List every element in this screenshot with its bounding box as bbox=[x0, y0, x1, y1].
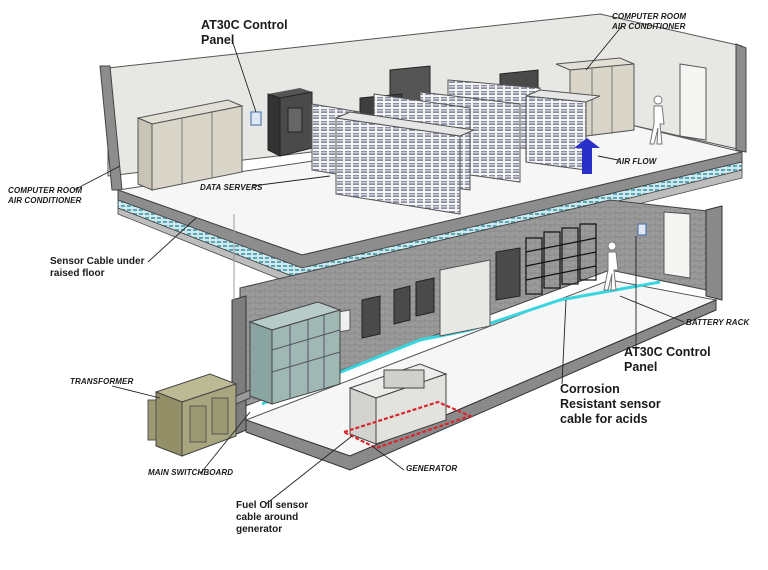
lower-slab bbox=[245, 299, 717, 471]
lower-door bbox=[663, 211, 691, 279]
battery-rack-label: BATTERY RACK bbox=[686, 318, 750, 327]
at30c-panel-top bbox=[250, 111, 262, 126]
sensor-cable-label-line2: raised floor bbox=[50, 268, 105, 279]
sensor-cable-label: Sensor Cable under raised floor bbox=[50, 256, 144, 280]
corrosion-label-line2: Resistant sensor bbox=[560, 397, 661, 411]
air-flow-label: AIR FLOW bbox=[616, 157, 657, 166]
transformer-label: TRANSFORMER bbox=[70, 377, 134, 386]
corrosion-label: Corrosion Resistant sensor cable for aci… bbox=[560, 382, 661, 427]
upper-door bbox=[679, 63, 707, 141]
upper-right-wall bbox=[735, 43, 747, 153]
fuel-oil-label-line1: Fuel Oil sensor bbox=[236, 500, 309, 511]
generator bbox=[348, 363, 448, 445]
at30c-label-top-line2: Panel bbox=[201, 33, 235, 47]
person-lower bbox=[603, 241, 619, 291]
main-switchboard-label: MAIN SWITCHBOARD bbox=[148, 468, 234, 477]
electrical-cabinet bbox=[267, 88, 313, 157]
server-racks bbox=[311, 79, 601, 215]
corrosion-label-line3: cable for acids bbox=[560, 412, 648, 426]
corrosion-label-line1: Corrosion bbox=[560, 382, 620, 396]
generator-label: GENERATOR bbox=[406, 464, 458, 473]
crac-unit-left bbox=[136, 99, 244, 191]
air-flow-arrow-shaft bbox=[582, 148, 592, 174]
person-upper bbox=[649, 95, 665, 145]
at30c-label-right-line2: Panel bbox=[624, 360, 658, 374]
fuel-oil-sensor-cable bbox=[341, 400, 474, 450]
wall-cabinets bbox=[337, 247, 521, 339]
at30c-label-top: AT30C Control Panel bbox=[201, 18, 288, 48]
leader-lines bbox=[73, 25, 685, 505]
crac-label-left: COMPUTER ROOM AIR CONDITIONER bbox=[8, 186, 82, 205]
data-servers-label: DATA SERVERS bbox=[200, 183, 263, 192]
sensor-cable-label-line1: Sensor Cable under bbox=[50, 256, 145, 267]
at30c-label-right-line1: AT30C Control bbox=[624, 345, 711, 359]
lower-right-wall bbox=[705, 205, 723, 301]
main-switchboard bbox=[248, 301, 342, 405]
transformer bbox=[147, 373, 251, 457]
crac-label-top-line1: COMPUTER ROOM bbox=[612, 12, 687, 21]
at30c-label-top-line1: AT30C Control bbox=[201, 18, 288, 32]
lower-floor bbox=[231, 199, 723, 471]
crac-label-top: COMPUTER ROOM AIR CONDITIONER bbox=[612, 12, 686, 31]
fuel-oil-label-line2: cable around bbox=[236, 512, 299, 523]
fuel-oil-label: Fuel Oil sensor cable around generator bbox=[236, 500, 308, 536]
fuel-oil-label-line3: generator bbox=[236, 524, 283, 535]
at30c-label-right: AT30C Control Panel bbox=[624, 345, 711, 375]
at30c-panel-right bbox=[637, 223, 647, 236]
upper-floor bbox=[99, 13, 747, 289]
crac-label-left-line1: COMPUTER ROOM bbox=[8, 186, 83, 195]
battery-racks bbox=[525, 223, 597, 295]
crac-label-left-line2: AIR CONDITIONER bbox=[8, 195, 82, 205]
crac-label-top-line2: AIR CONDITIONER bbox=[612, 21, 686, 31]
